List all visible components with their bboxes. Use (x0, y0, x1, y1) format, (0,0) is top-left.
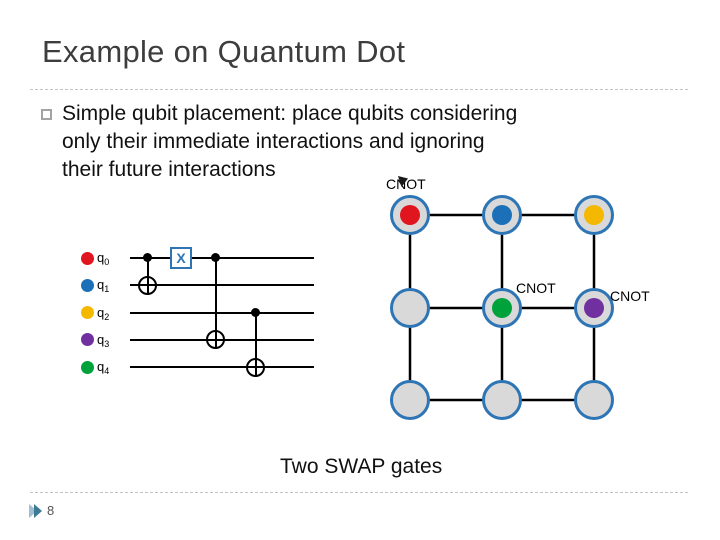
footer-divider (30, 492, 688, 493)
qubit-label: q0 (97, 250, 110, 267)
qubit-label: q2 (97, 304, 110, 322)
grid-node-0-0 (390, 195, 430, 235)
bullet-line: their future interactions (62, 158, 276, 181)
qubit-wire (130, 311, 314, 314)
footer-arrow-icon (29, 504, 42, 518)
control-dot (211, 253, 220, 262)
quantum-dot-grid: CNOT CNOT CNOT (385, 176, 675, 440)
control-dot (251, 308, 260, 317)
cnot-label-top: CNOT (386, 176, 426, 192)
qubit-marker-green (492, 297, 512, 318)
quantum-circuit: q0 q1 q2 q3 q4 X (80, 240, 320, 390)
bullet-square-icon (41, 109, 52, 120)
x-gate: X (170, 247, 192, 269)
cnot-target-icon (206, 330, 225, 349)
page-number: 8 (47, 503, 55, 518)
page-title: Example on Quantum Dot (42, 34, 406, 69)
grid-node-1-2 (574, 287, 614, 328)
control-dot (143, 253, 152, 262)
qubit-label: q4 (97, 359, 110, 376)
cnot-target-icon (246, 358, 265, 377)
qubit-label: q3 (97, 331, 110, 349)
grid-node-0-2 (574, 195, 614, 235)
qubit-legend-dot-purple (81, 333, 94, 347)
qubit-wire (130, 284, 314, 287)
qubit-legend-dot-green (81, 360, 94, 374)
qubit-marker-purple (584, 297, 604, 318)
bullet-line: only their immediate interactions and ig… (62, 130, 485, 153)
qubit-wire (130, 257, 314, 259)
qubit-label: q1 (97, 277, 110, 295)
qubit-marker-blue (492, 205, 512, 225)
qubit-marker-yellow (584, 205, 604, 225)
bullet-line: Simple qubit placement: place qubits con… (62, 102, 518, 125)
qubit-marker-red (400, 205, 420, 225)
qubit-wire (130, 366, 314, 368)
qubit-legend-dot-red (81, 251, 94, 265)
cnot-target-icon (138, 276, 157, 295)
cnot-connector-line (255, 312, 257, 377)
title-divider (30, 89, 688, 90)
bullet-item: Simple qubit placement: place qubits con… (62, 100, 517, 184)
grid-node-0-1 (482, 195, 522, 235)
pointer-arrow-icon (398, 176, 408, 187)
cnot-label-middle: CNOT (516, 280, 556, 296)
qubit-legend-dot-blue (81, 278, 94, 292)
grid-node-2-1 (482, 380, 522, 420)
cnot-connector-line (215, 258, 217, 349)
grid-node-1-0 (390, 287, 430, 328)
caption: Two SWAP gates (280, 455, 443, 478)
grid-node-2-2 (574, 380, 614, 420)
cnot-label-right: CNOT (610, 288, 650, 304)
grid-node-1-1 (482, 287, 522, 328)
qubit-legend-dot-yellow (81, 306, 94, 319)
grid-node-2-0 (390, 380, 430, 420)
